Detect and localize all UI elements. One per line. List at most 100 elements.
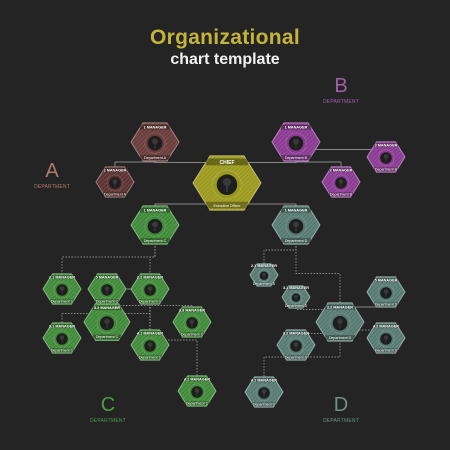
node-subtitle: Department B bbox=[375, 167, 398, 171]
person-icon bbox=[338, 179, 344, 184]
person-icon-body bbox=[106, 323, 108, 328]
org-node-d22[interactable]: 2.2 MANAGER Department D bbox=[315, 302, 365, 342]
node-title: 3 MANAGER bbox=[375, 143, 398, 147]
title-band bbox=[138, 331, 162, 336]
subtitle-band bbox=[205, 201, 249, 209]
title-band bbox=[205, 158, 249, 166]
org-node-c41[interactable]: 4.1 MANAGER Department C bbox=[130, 329, 170, 361]
subtitle-band bbox=[50, 299, 74, 304]
node-subtitle: Department D bbox=[253, 402, 276, 406]
node-subtitle: Department C bbox=[139, 355, 162, 359]
title-band bbox=[281, 207, 311, 213]
person-icon bbox=[294, 294, 298, 299]
org-node-d42[interactable]: 4.2 MANAGER Department D bbox=[366, 322, 406, 354]
department-letter-c: C bbox=[101, 394, 115, 416]
person-icon-body bbox=[114, 182, 116, 187]
person-icon-body bbox=[191, 322, 193, 327]
title-band bbox=[287, 286, 305, 290]
subtitle-band bbox=[374, 302, 398, 307]
person-icon bbox=[194, 388, 200, 393]
node-subtitle: Department C bbox=[181, 332, 204, 336]
person-icon-body bbox=[385, 292, 387, 297]
chart-title: Organizational bbox=[149, 26, 301, 49]
node-title: 1 MANAGER bbox=[285, 209, 308, 213]
person-icon-body bbox=[106, 289, 108, 294]
subtitle-band bbox=[329, 192, 353, 197]
department-caption-a: DEPARTMENT bbox=[34, 184, 70, 190]
person-icon bbox=[59, 286, 65, 291]
node-subtitle: Department D bbox=[329, 336, 352, 340]
node-subtitle: Department D bbox=[375, 302, 398, 306]
person-icon bbox=[261, 389, 267, 394]
node-title: 1 MANAGER bbox=[285, 126, 308, 130]
node-subtitle: Department C bbox=[51, 299, 74, 303]
node-title: 4.1 MANAGER bbox=[251, 378, 277, 382]
person-icon-body bbox=[154, 226, 156, 232]
title-band bbox=[95, 275, 119, 280]
node-title: 3.2 MANAGER bbox=[94, 306, 120, 310]
subtitle-band bbox=[325, 335, 355, 340]
org-node-b3[interactable]: 3 MANAGER Department B bbox=[366, 141, 406, 173]
person-icon bbox=[104, 318, 110, 325]
node-title: 4.2 MANAGER bbox=[184, 377, 210, 381]
node-subtitle: Department C bbox=[96, 335, 119, 339]
node-title: 2.1 MANAGER bbox=[251, 264, 277, 268]
title-band bbox=[185, 377, 209, 382]
node-subtitle: Department C bbox=[186, 401, 209, 405]
title-band bbox=[140, 124, 170, 130]
department-letter-d: D bbox=[334, 394, 348, 416]
subtitle-band bbox=[374, 348, 398, 353]
org-node-b1[interactable]: 1 MANAGER Department B bbox=[271, 122, 321, 162]
org-node-c21[interactable]: 2.1 MANAGER Department C bbox=[42, 273, 82, 305]
node-subtitle: Department C bbox=[96, 299, 119, 303]
node-title: 2.2 MANAGER bbox=[327, 306, 353, 310]
subtitle-band bbox=[103, 192, 127, 197]
subtitle-band bbox=[140, 238, 170, 243]
node-subtitle: Department D bbox=[375, 348, 398, 352]
node-title: 1 MANAGER bbox=[144, 209, 167, 213]
node-subtitle: Department B bbox=[285, 156, 308, 160]
connector-d1-d22 bbox=[295, 225, 342, 323]
person-icon-body bbox=[154, 143, 156, 149]
person-icon bbox=[152, 138, 158, 145]
node-title: 4.1 MANAGER bbox=[137, 331, 163, 335]
node-title: 4.2 MANAGER bbox=[373, 324, 399, 328]
org-node-d41[interactable]: 4.1 MANAGER Department D bbox=[244, 376, 284, 408]
title-band bbox=[50, 324, 74, 329]
org-node-c42[interactable]: 4.2 MANAGER Department C bbox=[177, 375, 217, 407]
person-icon-body bbox=[385, 338, 387, 343]
person-icon-body bbox=[385, 157, 387, 162]
person-icon bbox=[293, 221, 299, 228]
chart-subtitle: chart template bbox=[170, 51, 280, 68]
title-band bbox=[180, 308, 204, 313]
node-subtitle: Department C bbox=[51, 348, 74, 352]
subtitle-band bbox=[255, 282, 273, 286]
department-labels: ADEPARTMENTBDEPARTMENTCDEPARTMENTDDEPART… bbox=[34, 75, 359, 424]
node-title: 2.1 MANAGER bbox=[49, 275, 75, 279]
person-icon-body bbox=[149, 345, 151, 350]
person-icon-body bbox=[149, 289, 151, 294]
person-icon bbox=[293, 138, 299, 145]
node-subtitle: Department C bbox=[139, 299, 162, 303]
subtitle-band bbox=[281, 155, 311, 160]
title-band bbox=[252, 378, 276, 383]
person-icon bbox=[147, 342, 153, 347]
org-node-c32[interactable]: 3.2 MANAGER Department C bbox=[83, 303, 131, 341]
node-title: CHIEF bbox=[220, 160, 235, 166]
